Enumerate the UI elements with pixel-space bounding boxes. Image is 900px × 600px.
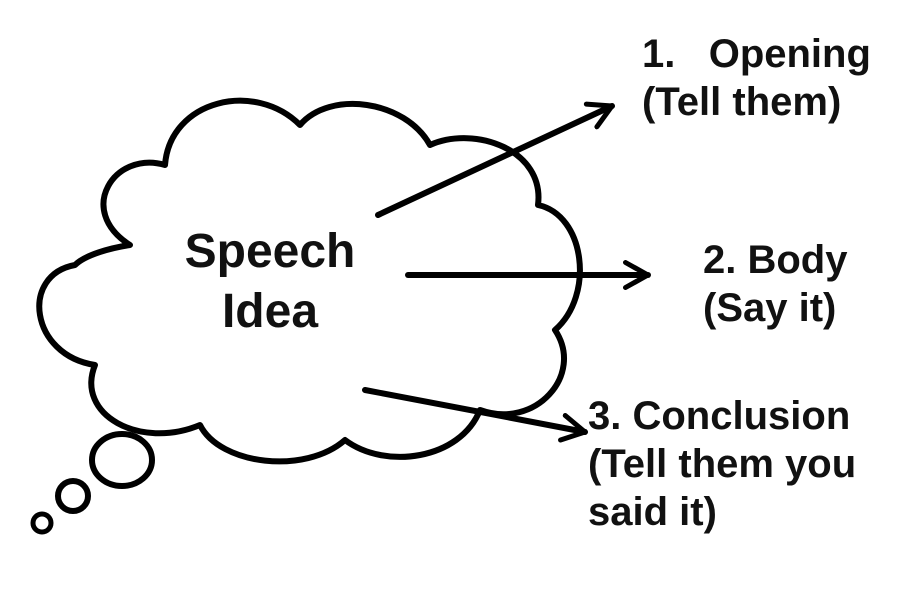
item-body: 2. Body (Say it) <box>703 236 847 332</box>
center-label-line2: Idea <box>221 285 319 338</box>
item-opening-title: 1. Opening <box>642 32 871 76</box>
item-opening-subtitle: (Tell them) <box>642 80 842 124</box>
center-label: Speech Idea <box>150 222 390 342</box>
arrow-to-opening <box>375 101 615 218</box>
item-conclusion-subtitle-2: said it) <box>588 490 717 534</box>
item-body-subtitle: (Say it) <box>703 286 837 330</box>
thought-bubble-medium <box>55 478 91 514</box>
item-conclusion: 3. Conclusion (Tell them you said it) <box>588 392 856 536</box>
center-label-line1: Speech <box>184 225 356 278</box>
item-body-title: 2. Body <box>703 238 848 282</box>
arrow-to-conclusion <box>362 387 588 443</box>
thought-cloud <box>36 97 583 465</box>
thought-bubble-small <box>30 511 54 535</box>
thought-bubble-large <box>89 431 155 489</box>
item-opening: 1. Opening (Tell them) <box>642 30 871 126</box>
item-conclusion-title: 3. Conclusion <box>588 394 851 438</box>
item-conclusion-subtitle: (Tell them you <box>588 442 857 486</box>
